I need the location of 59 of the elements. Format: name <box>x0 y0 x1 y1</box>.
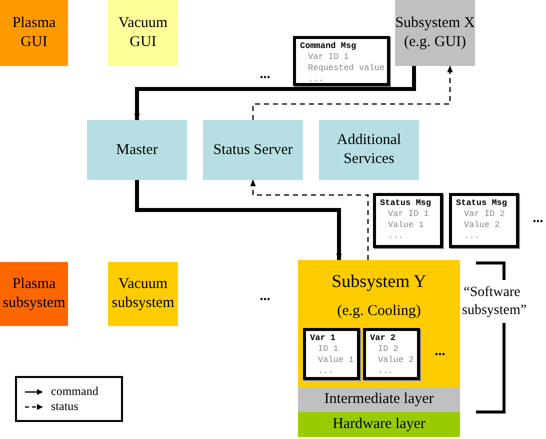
node-label: Status Server <box>213 140 293 160</box>
node-label: (e.g. GUI) <box>404 33 466 52</box>
message-field: ... <box>310 366 353 377</box>
message-field: ID 1 <box>310 344 353 355</box>
process-box <box>203 120 303 180</box>
message-field: Requested value <box>300 63 383 74</box>
process-box <box>87 120 187 180</box>
message-field: Var ID 2 <box>456 209 512 220</box>
node-label: Intermediate layer <box>324 390 434 409</box>
ellipsis: ... <box>532 210 544 228</box>
message-field: Value 1 <box>380 220 436 231</box>
message-field: Var ID 1 <box>380 209 436 220</box>
ellipsis: ... <box>258 288 272 306</box>
layer-band <box>298 387 460 412</box>
message-field: ID 2 <box>370 344 413 355</box>
ellipsis: ... <box>434 343 446 360</box>
node-label: Plasma subsystem <box>2 275 66 313</box>
message-card <box>363 328 420 380</box>
layer-band <box>298 412 460 437</box>
subsystem-example: (e.g. Cooling) <box>336 302 422 321</box>
subsystem-title: Subsystem Y <box>330 270 428 293</box>
process-box <box>108 262 178 326</box>
ellipsis: ... <box>258 66 272 84</box>
process-box <box>108 0 178 66</box>
message-card <box>303 328 360 380</box>
process-box <box>319 120 419 180</box>
node-label: Master <box>116 140 158 160</box>
node-label: Vacuum subsystem <box>110 275 176 313</box>
message-card <box>373 193 443 248</box>
message-field: Value 2 <box>370 355 413 366</box>
node-label: Subsystem X <box>395 14 475 33</box>
process-box <box>0 0 68 66</box>
message-title: Command Msg <box>300 41 358 52</box>
message-card <box>293 36 390 86</box>
message-field: ... <box>370 366 413 377</box>
message-field: ... <box>456 231 512 242</box>
node-label: Hardware layer <box>332 415 426 434</box>
process-box <box>395 0 475 66</box>
node-label: Vacuum GUI <box>117 14 169 52</box>
message-field: Value 1 <box>310 355 353 366</box>
message-title: Status Msg <box>456 198 508 209</box>
node-label: Plasma GUI <box>11 14 57 52</box>
message-field: Var ID 1 <box>300 52 383 63</box>
message-title: Status Msg <box>380 198 432 209</box>
node-label: Additional Services <box>336 131 402 169</box>
arrow <box>135 180 342 261</box>
legend-label: command <box>51 384 98 399</box>
message-card <box>449 193 519 248</box>
subsystem-box <box>298 260 460 387</box>
message-title: Var 1 <box>310 333 337 344</box>
process-box <box>0 262 68 326</box>
legend-label: status <box>51 399 78 414</box>
arrow <box>252 65 453 120</box>
message-field: Value 2 <box>456 220 512 231</box>
arrow <box>134 66 416 121</box>
message-field: ... <box>380 231 436 242</box>
message-field: ... <box>300 74 383 85</box>
message-title: Var 2 <box>370 333 397 344</box>
arrow <box>250 179 369 260</box>
